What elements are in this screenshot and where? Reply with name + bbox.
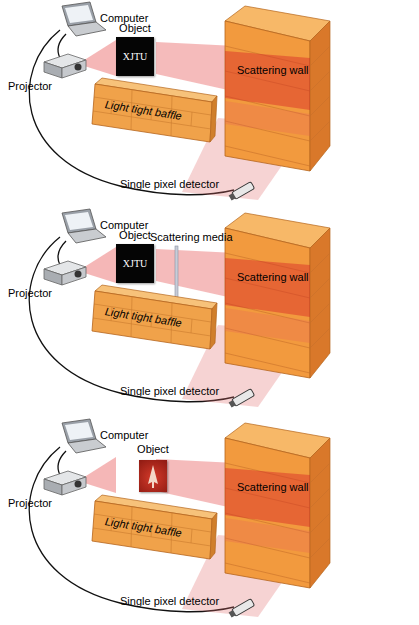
wall-side xyxy=(310,228,330,378)
baffle-face xyxy=(92,84,212,142)
light-tight-baffle: Light tight baffle xyxy=(92,279,217,351)
object-box: XJTU xyxy=(116,244,154,283)
brick-lines xyxy=(225,46,330,166)
brick-lines xyxy=(93,90,211,136)
baffle-face xyxy=(92,501,212,559)
node-outline xyxy=(215,423,333,591)
node-outline xyxy=(215,213,333,381)
wall-side xyxy=(310,438,330,588)
part-label: Projector xyxy=(8,80,52,93)
baffle-side xyxy=(210,303,217,349)
light-spot xyxy=(225,518,310,553)
brick-lines xyxy=(225,463,330,583)
wall-face xyxy=(225,21,310,171)
part-label: Single pixel detector xyxy=(120,385,219,398)
wall-face xyxy=(225,228,310,378)
scattering-wall: Scattering wall xyxy=(215,6,333,174)
light-spot xyxy=(225,101,310,136)
baffle-side xyxy=(210,96,217,142)
wall-label: Scattering wall xyxy=(237,64,317,77)
part-label: Projector xyxy=(8,497,52,510)
brick-lines xyxy=(225,253,330,373)
part-label: Single pixel detector xyxy=(120,178,219,191)
part-label: Computer xyxy=(100,429,148,442)
part-label: Single pixel detector xyxy=(120,595,219,608)
tree-shape xyxy=(148,465,158,488)
scattering-wall: Scattering wall xyxy=(215,213,333,381)
light-spot xyxy=(225,308,310,343)
wall-label: Scattering wall xyxy=(237,271,317,284)
part-label: Scattering media xyxy=(150,231,233,244)
wall-label: Scattering wall xyxy=(237,481,317,494)
light-spot xyxy=(225,468,310,527)
object-mask: ObjectXJTU xyxy=(114,22,156,78)
scattering-media xyxy=(175,246,178,300)
node-outline xyxy=(215,6,333,174)
baffle-face xyxy=(92,291,212,349)
red-object xyxy=(139,460,167,492)
light-spot xyxy=(225,258,310,317)
object-text: XJTU xyxy=(123,51,147,62)
tree-shape xyxy=(139,460,167,492)
object-box: XJTU xyxy=(116,37,154,76)
part-label: Projector xyxy=(8,287,52,300)
part-label: Computer xyxy=(100,12,148,25)
wall-face xyxy=(225,438,310,588)
object-mask: Object xyxy=(132,443,174,499)
baffle-side xyxy=(210,513,217,559)
light-spot xyxy=(225,51,310,110)
scattering-wall: Scattering wall xyxy=(215,423,333,591)
brick-lines xyxy=(93,297,211,343)
light-tight-baffle: Light tight baffle xyxy=(92,72,217,144)
light-tight-baffle: Light tight baffle xyxy=(92,489,217,561)
object-label: Object xyxy=(122,443,184,456)
object-mask: ObjectXJTU xyxy=(114,229,156,285)
brick-lines xyxy=(93,507,211,553)
wall-side xyxy=(310,21,330,171)
part-label: Computer xyxy=(100,219,148,232)
object-text: XJTU xyxy=(123,258,147,269)
